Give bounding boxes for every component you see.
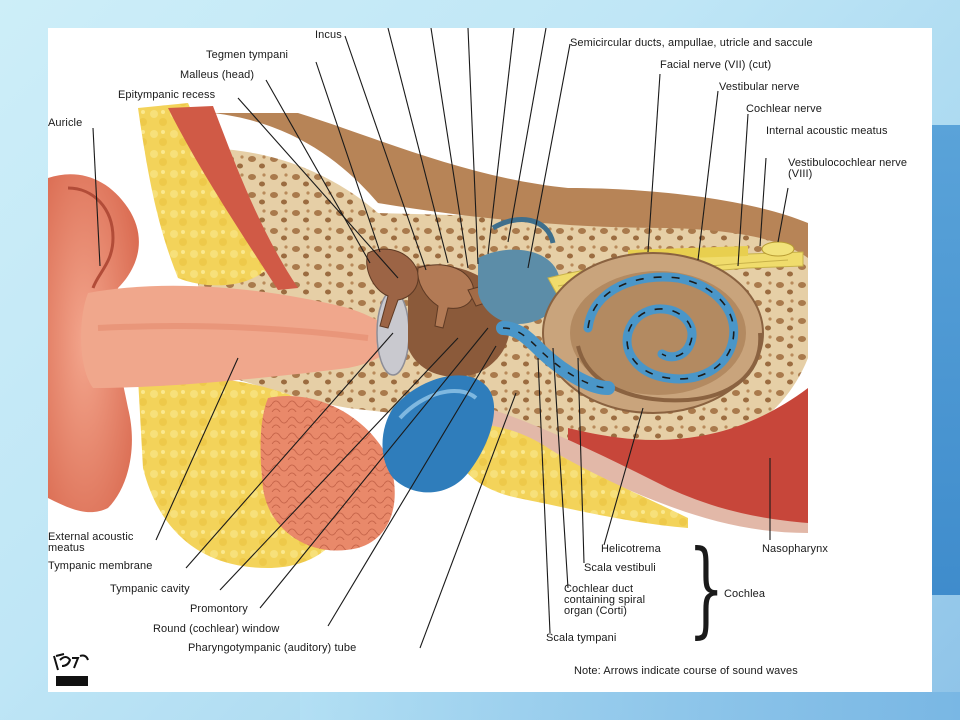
tegmen-bone-upper [213, 113, 808, 258]
label-tegmen-tympani: Tegmen tympani [206, 49, 289, 61]
incus [417, 264, 474, 329]
pharyngotympanic-tube [382, 375, 495, 493]
label-pharyngotympanic-tube: Pharyngotympanic (auditory) tube [188, 642, 357, 654]
label-cochlear-duct: Cochlear duct containing spiral organ (C… [564, 583, 646, 617]
label-epitympanic-recess: Epitympanic recess [118, 89, 216, 101]
label-round-window: Round (cochlear) window [153, 623, 280, 635]
label-promontory: Promontory [190, 603, 248, 615]
ear-illustration [48, 28, 808, 649]
label-cochlea: Cochlea [724, 588, 766, 600]
label-nasopharynx: Nasopharynx [762, 543, 828, 555]
slide-accent-bottom [300, 692, 960, 720]
label-vestibular-nerve: Vestibular nerve [719, 81, 800, 93]
cochlea-brace: } [688, 527, 725, 649]
label-semicircular: Semicircular ducts, ampullae, utricle an… [570, 37, 813, 49]
anatomy-plate: Incus Tegmen tympani Malleus (head) Epit… [48, 28, 932, 692]
malleus [366, 248, 419, 329]
leader-lines [92, 28, 789, 649]
vestibule [478, 249, 562, 324]
cochlea-spiral [542, 252, 764, 414]
label-incus: Incus [315, 29, 342, 41]
label-tympanic-cavity: Tympanic cavity [110, 583, 190, 595]
nerve-cut-end [761, 241, 795, 257]
label-helicotrema: Helicotrema [601, 543, 661, 555]
fat-tube [443, 424, 688, 528]
label-internal-acoustic-meatus: Internal acoustic meatus [766, 125, 888, 137]
label-tympanic-membrane: Tympanic membrane [48, 560, 153, 572]
external-acoustic-meatus [81, 285, 394, 388]
label-scala-tympani: Scala tympani [546, 632, 617, 644]
label-vestibulocochlear-nerve: Vestibulocochlear nerve (VIII) [788, 157, 908, 180]
note-text: Note: Arrows indicate course of sound wa… [574, 665, 798, 677]
label-facial-nerve: Facial nerve (VII) (cut) [660, 59, 772, 71]
label-external-acoustic-meatus: External acoustic meatus [48, 531, 134, 554]
artist-signature [53, 653, 89, 686]
label-auricle: Auricle [48, 117, 83, 129]
fat-upper [138, 103, 268, 286]
label-malleus-head: Malleus (head) [180, 69, 255, 81]
nasopharynx-tissue [568, 388, 808, 528]
semicircular-ducts [491, 217, 556, 244]
muscle-strip [168, 106, 298, 290]
label-cochlear-nerve: Cochlear nerve [746, 103, 822, 115]
label-scala-vestibuli: Scala vestibuli [584, 562, 656, 574]
